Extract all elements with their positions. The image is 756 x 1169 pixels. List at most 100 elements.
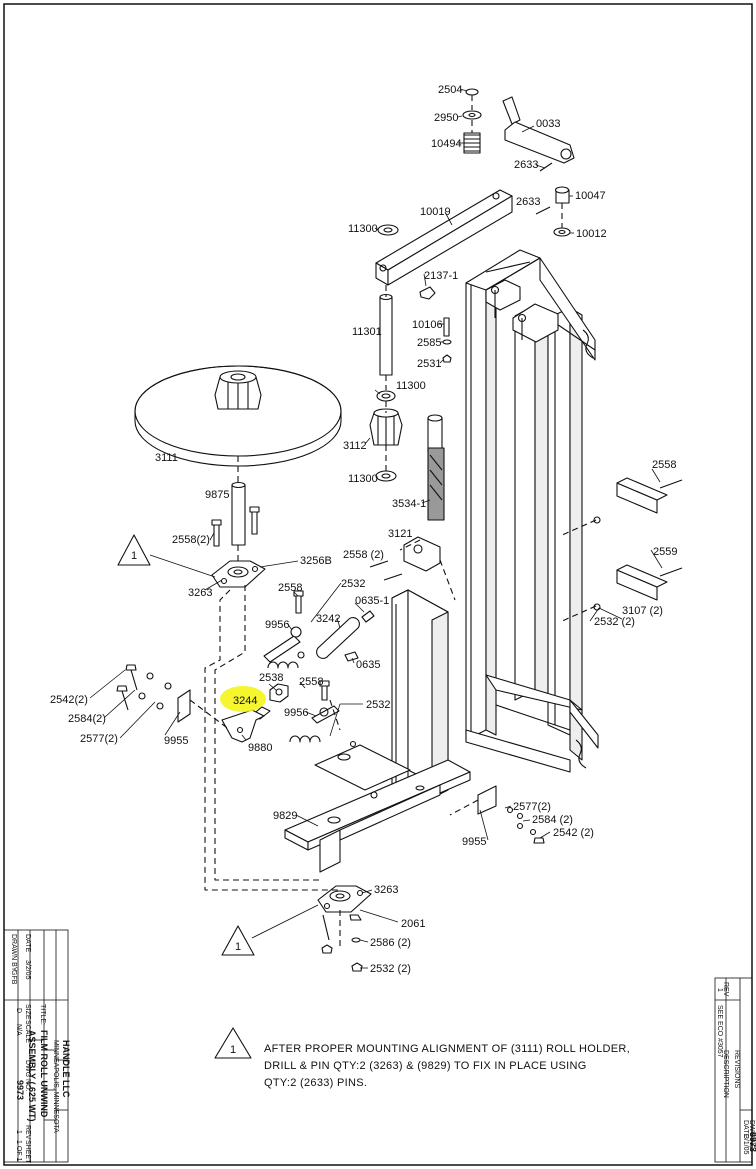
roll-holder-disk xyxy=(134,365,342,467)
dwg-value: 9973 xyxy=(15,1080,25,1100)
label-3534-1: 3534-1 xyxy=(392,498,426,510)
label-2542-2-left: 2542(2) xyxy=(50,694,88,706)
label-2584-2-right: 2584 (2) xyxy=(532,814,573,826)
drawn-label: DRAWN BY xyxy=(10,934,17,972)
size-label: SIZE xyxy=(24,1004,31,1020)
revision-text: REVISIONS REV DESCRIPTION 1 SEE ECO #305… xyxy=(716,982,756,1155)
title-label: TITLE: xyxy=(39,1004,46,1025)
label-2531: 2531 xyxy=(417,358,441,370)
label-9955-left: 9955 xyxy=(164,735,188,747)
shaft-3534-1 xyxy=(427,414,445,521)
label-2585: 2585 xyxy=(417,337,441,349)
label-2558-right: 2558 xyxy=(652,459,676,471)
label-10047: 10047 xyxy=(575,190,606,202)
leader-lines xyxy=(89,88,663,969)
note-triangle-1 xyxy=(117,534,151,566)
label-2532-2: 2532 (2) xyxy=(594,616,635,628)
note-triangle-2 xyxy=(221,925,255,956)
label-10012: 10012 xyxy=(576,228,607,240)
rev-col-desc: DESCRIPTION xyxy=(722,1050,729,1098)
title-block-text: HANDLE LLC MINNEAPOLIS, MINNESOTA TITLE:… xyxy=(10,934,71,1164)
revision-block xyxy=(714,977,753,1163)
highlight-marker xyxy=(220,686,266,712)
bolt-pair-2558 xyxy=(211,506,260,547)
label-2577-2-right: 2577(2) xyxy=(513,801,551,813)
drawn-value: GFB xyxy=(10,970,17,985)
rev-value: 1 xyxy=(15,1130,22,1134)
title-line-1: FILM ROLL UNWIND xyxy=(39,1030,49,1118)
title-city: MINNEAPOLIS, MINNESOTA xyxy=(52,1040,59,1133)
label-3244: 3244 xyxy=(233,695,257,707)
rev-label: REV xyxy=(24,1125,31,1140)
label-2538: 2538 xyxy=(259,672,283,684)
rev-row1-desc: SEE ECO #3057 xyxy=(716,1005,723,1058)
label-3107: 3107 (2) xyxy=(622,605,663,617)
label-11300-a: 11300 xyxy=(348,223,378,235)
label-2532-b: 2532 xyxy=(366,699,390,711)
label-2633-b: 2633 xyxy=(516,196,540,208)
part-labels: 2504 2950 0033 10494 2633 2633 10047 100… xyxy=(50,84,677,975)
label-2061: 2061 xyxy=(401,918,425,930)
note-line-2: DRILL & PIN QTY:2 (3263) & (9829) TO FIX… xyxy=(264,1060,587,1072)
label-11300-b: 11300 xyxy=(396,380,426,392)
label-3256b: 3256B xyxy=(300,555,332,567)
title-line-2: ASSEMBLY (.625 WT) xyxy=(27,1030,37,1122)
label-2532-a: 2532 xyxy=(341,578,365,590)
label-2137-1: 2137-1 xyxy=(424,270,458,282)
label-2586-2: 2586 (2) xyxy=(370,937,411,949)
label-2559: 2559 xyxy=(653,546,677,558)
label-10019: 10019 xyxy=(420,206,451,218)
rev-row1-rev: 1 xyxy=(716,988,723,992)
label-9829: 9829 xyxy=(273,810,297,822)
bearing-block-top xyxy=(211,560,266,588)
label-3263-bottom: 3263 xyxy=(374,884,398,896)
sheet-value: 1 OF 1 xyxy=(15,1140,22,1162)
date-label: DATE xyxy=(24,934,31,952)
arm-10019 xyxy=(375,189,513,300)
label-11300-c: 11300 xyxy=(348,473,378,485)
label-11301: 11301 xyxy=(352,326,382,338)
rev-header: REVISIONS xyxy=(733,1050,740,1088)
note-line-3: QTY:2 (2633) PINS. xyxy=(264,1077,367,1089)
label-3263-top: 3263 xyxy=(188,587,212,599)
label-2504: 2504 xyxy=(438,84,462,96)
scale-value: N/A xyxy=(15,1024,22,1036)
sheet-label: SHEET xyxy=(24,1140,31,1164)
label-10106: 10106 xyxy=(412,319,443,331)
label-9875: 9875 xyxy=(205,489,229,501)
frame-assembly xyxy=(465,249,599,773)
label-9956-a: 9956 xyxy=(265,619,289,631)
label-0635: 0635 xyxy=(356,659,380,671)
size-value: D xyxy=(15,1008,22,1013)
scale-label: SCALE xyxy=(24,1020,31,1043)
note-triangle-3 xyxy=(214,1027,252,1059)
rev-dwg-value: 9973 xyxy=(748,1132,756,1152)
plates-3107 xyxy=(593,477,683,611)
rev-dwg-label: DWG NO. xyxy=(748,1120,755,1152)
label-2532-2-bottom: 2532 (2) xyxy=(370,963,411,975)
rev-date-value: 3/1/05 xyxy=(742,1135,749,1155)
label-3111: 3111 xyxy=(155,452,178,464)
label-2584-2-left: 2584(2) xyxy=(68,713,106,725)
dwg-label: DWG NO. xyxy=(24,1060,31,1092)
brake-hardware-group xyxy=(116,590,375,743)
label-0033: 0033 xyxy=(536,118,560,130)
rev-col-rev: REV xyxy=(722,982,729,997)
label-3242: 3242 xyxy=(316,613,340,625)
label-2633-a: 2633 xyxy=(514,159,538,171)
title-block xyxy=(3,929,69,1163)
mount-bracket xyxy=(284,589,545,972)
triangle-1-text: 1 xyxy=(131,550,137,562)
shaft-9875 xyxy=(231,484,246,546)
label-9880: 9880 xyxy=(248,742,272,754)
label-3112: 3112 xyxy=(343,440,367,452)
label-2558-low: 2558 xyxy=(299,676,323,688)
assembly-note: 1 AFTER PROPER MOUNTING ALIGNMENT OF (31… xyxy=(230,1043,630,1089)
label-2558-2-mid: 2558 (2) xyxy=(343,549,384,561)
triangle-2-text: 1 xyxy=(235,941,241,953)
shaft-11301 xyxy=(369,293,452,482)
rev-date-label: DATE xyxy=(742,1120,749,1138)
label-10494: 10494 xyxy=(431,138,462,150)
label-2542-2-right: 2542 (2) xyxy=(553,827,594,839)
